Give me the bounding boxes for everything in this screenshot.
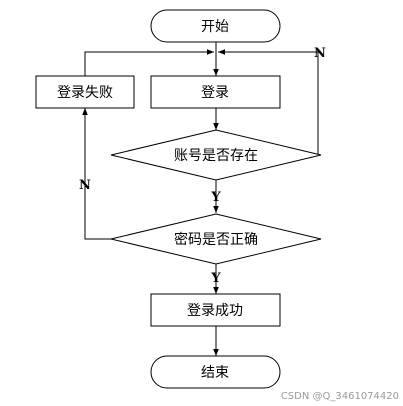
login-label: 登录	[201, 85, 229, 101]
password-no-label: N	[79, 178, 91, 193]
login-success-label: 登录成功	[187, 303, 243, 319]
login-failed-label: 登录失败	[57, 85, 113, 101]
password-check-diamond	[110, 213, 322, 265]
start-terminal	[150, 9, 281, 43]
watermark: CSDN @Q_3461074420	[281, 391, 399, 402]
account-check-label: 账号是否存在	[174, 148, 258, 164]
arrow-account-no-loop	[218, 49, 319, 155]
login-success-box	[150, 293, 281, 327]
login-failed-box	[35, 75, 135, 109]
end-label: 结束	[201, 365, 229, 381]
password-yes-label: Y	[210, 271, 221, 286]
account-yes-label: Y	[210, 190, 221, 205]
login-box	[150, 75, 281, 109]
password-check-label: 密码是否正确	[174, 231, 258, 248]
start-label: 开始	[201, 19, 229, 35]
end-terminal	[150, 355, 281, 389]
arrow-password-no	[82, 108, 111, 240]
account-check-diamond	[110, 129, 322, 181]
arrow-failed-to-top	[84, 49, 214, 76]
account-no-label: N	[314, 46, 326, 61]
